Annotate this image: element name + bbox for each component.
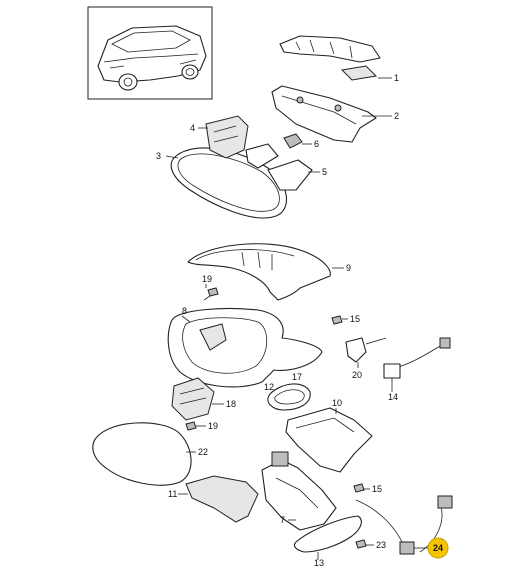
part-15-screw-low [353, 483, 370, 493]
part-1-bracket [279, 35, 392, 81]
part-19-screw-low [185, 421, 206, 431]
callout-10: 10 [332, 398, 342, 408]
highlight-badge-label: 24 [433, 543, 443, 553]
part-9-cap [187, 243, 344, 301]
part-13-lamp [293, 515, 362, 560]
part-5-cover [267, 159, 320, 191]
callout-15-top: 15 [350, 314, 360, 324]
callout-labels: 1 2 3 4 5 6 7 8 9 10 11 12 13 14 15 15 1… [156, 73, 399, 568]
part-11-trim [178, 475, 259, 523]
callout-19-low: 19 [208, 421, 218, 431]
callout-9: 9 [346, 263, 351, 273]
callout-11: 11 [168, 489, 177, 499]
part-6-bulb [245, 133, 312, 169]
callout-17: 17 [292, 372, 302, 382]
callout-19-top: 19 [202, 274, 212, 284]
callout-23: 23 [376, 540, 386, 550]
part-24-harness [355, 495, 453, 555]
callout-14: 14 [388, 392, 398, 402]
callout-18: 18 [226, 399, 236, 409]
callout-7: 7 [280, 515, 285, 525]
part-10-lower-cover [285, 407, 373, 473]
part-23-screw [355, 539, 374, 549]
callout-20: 20 [352, 370, 362, 380]
callout-6: 6 [314, 139, 319, 149]
highlight-badge[interactable]: 24 [427, 537, 449, 559]
part-14-harness [383, 337, 451, 392]
part-15-screw-top [331, 315, 348, 325]
part-4-motor [198, 115, 249, 159]
part-7-base [261, 451, 337, 531]
callout-1: 1 [394, 73, 399, 83]
part-8-housing [167, 307, 323, 388]
vehicle-thumbnail [87, 6, 213, 100]
callout-15-low: 15 [372, 484, 382, 494]
part-22-glass [92, 422, 196, 486]
callout-13: 13 [314, 558, 324, 568]
callout-5: 5 [322, 167, 327, 177]
part-19-screw-top [203, 284, 219, 301]
part-2-trim [271, 85, 392, 143]
highlight-badge-circle[interactable] [427, 537, 449, 559]
part-18-adjuster [171, 377, 224, 421]
callout-12: 12 [264, 382, 274, 392]
callout-2: 2 [394, 111, 399, 121]
callout-4: 4 [190, 123, 195, 133]
callout-22: 22 [198, 447, 208, 457]
part-20-plug [345, 337, 387, 368]
callout-3: 3 [156, 151, 161, 161]
callout-8: 8 [182, 306, 187, 316]
part-17-gasket [267, 383, 311, 411]
